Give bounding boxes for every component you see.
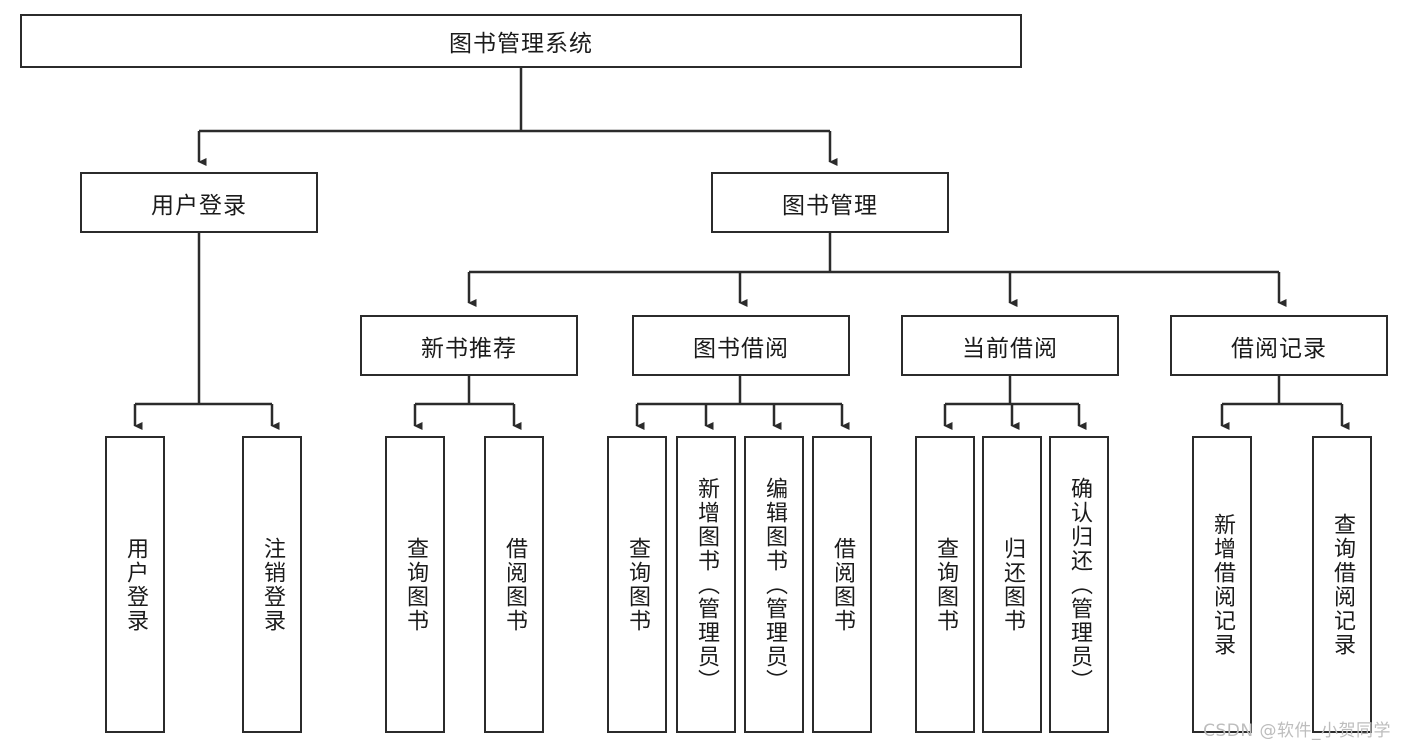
leaf-current-borrow-return-book[interactable]: 归还图书 [982,436,1042,733]
node-label: 用户登录 [151,192,247,219]
node-label: 查询图书 [932,536,958,633]
leaf-user-login-login[interactable]: 用户登录 [105,436,165,733]
watermark-text: CSDN @软件_小贺同学 [1203,721,1391,741]
leaf-new-book-borrow-book[interactable]: 借阅图书 [484,436,544,733]
leaf-current-borrow-confirm-return-admin[interactable]: 确认归还（管理员） [1049,436,1109,733]
node-label: 借阅图书 [829,536,855,633]
node-label: 查询图书 [402,536,428,633]
node-label: 新增图书（管理员） [693,476,719,693]
node-label: 新书推荐 [421,335,517,362]
leaf-current-borrow-query-book[interactable]: 查询图书 [915,436,975,733]
leaf-book-borrow-add-book-admin[interactable]: 新增图书（管理员） [676,436,736,733]
node-label: 图书借阅 [693,335,789,362]
node-label: 查询图书 [624,536,650,633]
leaf-book-borrow-query-book[interactable]: 查询图书 [607,436,667,733]
leaf-borrow-record-add-record[interactable]: 新增借阅记录 [1192,436,1252,733]
node-book-management[interactable]: 图书管理 [711,172,949,233]
leaf-new-book-query-book[interactable]: 查询图书 [385,436,445,733]
node-borrow-record[interactable]: 借阅记录 [1170,315,1388,376]
node-user-login[interactable]: 用户登录 [80,172,318,233]
node-label: 当前借阅 [962,335,1058,362]
node-label: 图书管理 [782,192,878,219]
node-label: 图书管理系统 [449,31,593,57]
node-new-book-recommend[interactable]: 新书推荐 [360,315,578,376]
node-label: 借阅图书 [501,536,527,633]
node-label: 新增借阅记录 [1209,512,1235,657]
node-current-borrow[interactable]: 当前借阅 [901,315,1119,376]
node-label: 归还图书 [999,536,1025,633]
node-label: 借阅记录 [1231,335,1327,362]
leaf-book-borrow-borrow-book[interactable]: 借阅图书 [812,436,872,733]
node-label: 查询借阅记录 [1329,512,1355,657]
leaf-borrow-record-query-record[interactable]: 查询借阅记录 [1312,436,1372,733]
node-label: 确认归还（管理员） [1066,476,1092,693]
node-label: 用户登录 [122,536,148,633]
node-label: 编辑图书（管理员） [761,476,787,693]
leaf-book-borrow-edit-book-admin[interactable]: 编辑图书（管理员） [744,436,804,733]
node-label: 注销登录 [259,536,285,633]
leaf-user-login-logout[interactable]: 注销登录 [242,436,302,733]
node-book-borrow[interactable]: 图书借阅 [632,315,850,376]
node-root-book-management-system[interactable]: 图书管理系统 [20,14,1022,68]
